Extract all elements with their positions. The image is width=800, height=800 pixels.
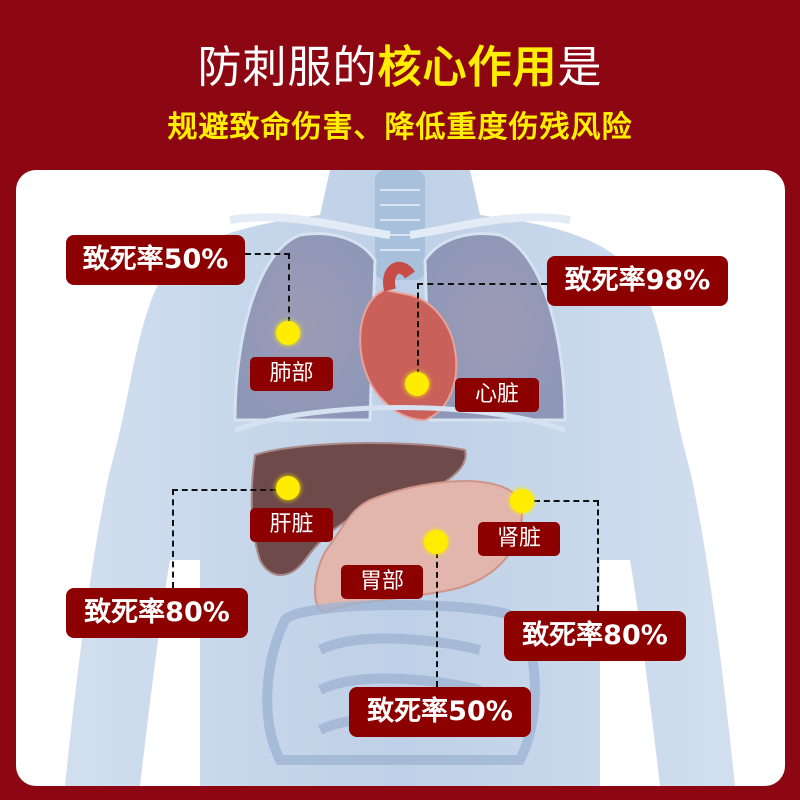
- kidney-leader-horizontal: [534, 500, 599, 502]
- title-prefix: 防刺服的: [197, 42, 378, 93]
- title-highlight: 核心作用: [377, 42, 558, 93]
- page-subtitle: 规避致命伤害、降低重度伤残风险: [167, 110, 633, 145]
- liver-leader-horizontal: [172, 489, 276, 491]
- liver-label: 肝脏: [250, 508, 333, 542]
- lung-marker-dot: [276, 321, 300, 345]
- kidney-leader-vertical: [597, 500, 599, 611]
- heart-leader-vertical: [417, 283, 419, 375]
- kidney-fatality-badge: 致死率80%: [504, 611, 686, 661]
- kidney-marker-dot: [510, 489, 534, 513]
- heart-label: 心脏: [455, 378, 539, 412]
- heart-leader-horizontal: [417, 283, 547, 285]
- heart-fatality-badge: 致死率98%: [547, 256, 728, 306]
- anatomy-panel: 致死率50% 肺部 致死率98% 心脏 致死率80% 肝脏 致死率80% 肾脏 …: [16, 170, 785, 786]
- stomach-label: 胃部: [341, 565, 423, 599]
- lung-leader-horizontal: [245, 253, 290, 255]
- kidney-label: 肾脏: [478, 522, 560, 556]
- stomach-marker-dot: [424, 530, 448, 554]
- stomach-leader-vertical: [436, 552, 438, 687]
- lung-label: 肺部: [250, 357, 333, 391]
- stomach-fatality-badge: 致死率50%: [349, 687, 531, 737]
- title-suffix: 是: [557, 42, 603, 93]
- lung-fatality-badge: 致死率50%: [66, 235, 245, 285]
- heart-marker-dot: [405, 372, 429, 396]
- page-title: 防刺服的核心作用是: [0, 40, 800, 96]
- liver-fatality-badge: 致死率80%: [66, 588, 248, 638]
- liver-leader-vertical: [172, 489, 174, 588]
- liver-marker-dot: [276, 476, 300, 500]
- lung-leader-vertical: [288, 253, 290, 323]
